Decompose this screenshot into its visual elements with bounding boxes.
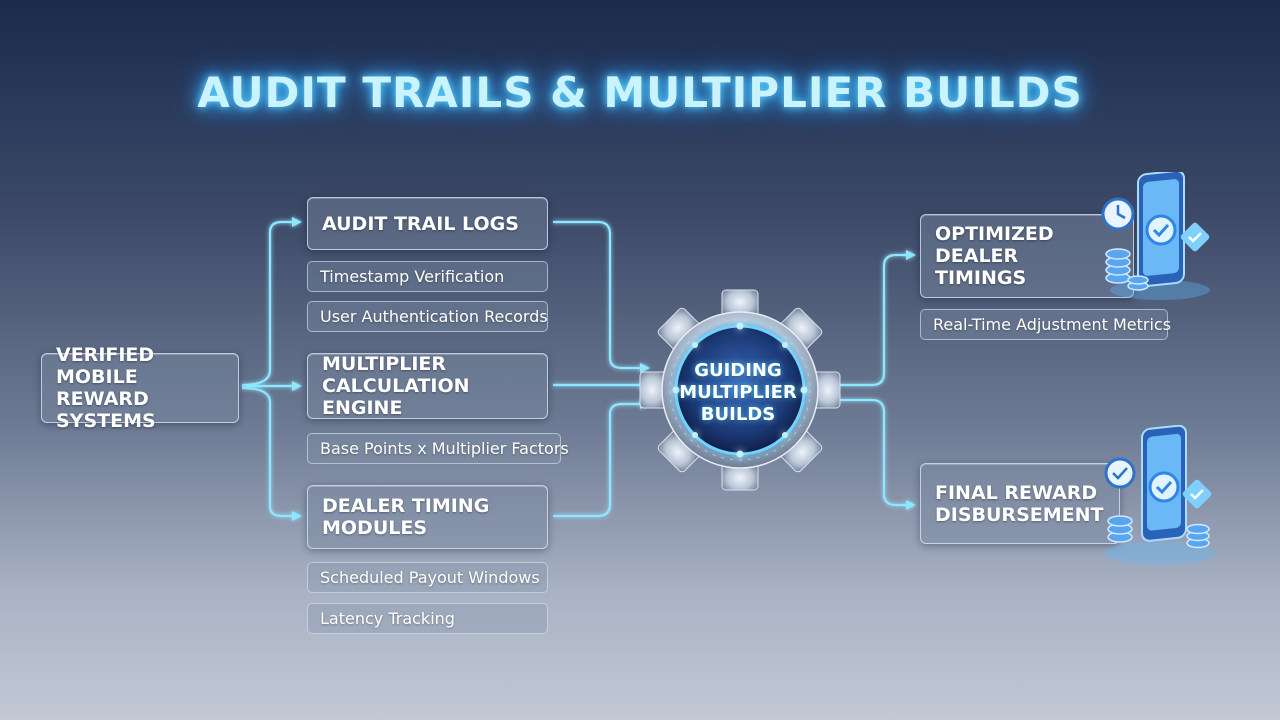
smartphone-check-icon bbox=[1104, 425, 1215, 565]
detail-scheduled-payout-windows: Scheduled Payout Windows bbox=[307, 562, 548, 593]
checkmark-badge-icon bbox=[1104, 457, 1212, 509]
detail-timestamp-verification: Timestamp Verification bbox=[307, 261, 548, 292]
arrow-dealer-to-hub bbox=[553, 399, 650, 518]
detail-user-authentication-records: User Authentication Records bbox=[307, 301, 548, 332]
module-multiplier-calculation-engine: MULTIPLIER CALCULATION ENGINE bbox=[307, 353, 548, 419]
source-box: VERIFIED MOBILE REWARD SYSTEMS bbox=[41, 344, 239, 432]
detail-real-time-adjustment-metrics: Real-Time Adjustment Metrics bbox=[920, 309, 1171, 340]
arrow-source-to-dealer bbox=[241, 386, 302, 521]
output-optimized-dealer-timings: OPTIMIZED DEALER TIMINGS bbox=[920, 214, 1134, 298]
output-final-reward-disbursement: FINAL REWARD DISBURSEMENT bbox=[920, 463, 1120, 544]
module-label: DEALER TIMING MODULES bbox=[322, 495, 490, 539]
gear-icon bbox=[639, 289, 841, 491]
output-label: FINAL REWARD DISBURSEMENT bbox=[935, 481, 1104, 526]
coin-stack-icon bbox=[1105, 248, 1149, 291]
smartphone-check-icon bbox=[1101, 172, 1210, 300]
module-dealer-timing-modules: DEALER TIMING MODULES bbox=[307, 485, 548, 549]
output-label: OPTIMIZED DEALER TIMINGS bbox=[935, 223, 1054, 289]
clock-icon bbox=[1101, 197, 1135, 231]
module-audit-trail-logs: AUDIT TRAIL LOGS bbox=[307, 197, 548, 250]
arrow-source-to-audit bbox=[241, 217, 302, 387]
source-label: VERIFIED MOBILE REWARD SYSTEMS bbox=[56, 344, 156, 432]
checkmark-badge-icon bbox=[1180, 222, 1210, 252]
detail-latency-tracking: Latency Tracking bbox=[307, 603, 548, 634]
page-title: AUDIT TRAILS & MULTIPLIER BUILDS bbox=[197, 68, 1083, 117]
hub-label: GUIDING MULTIPLIER BUILDS bbox=[679, 360, 797, 425]
detail-base-points-multiplier: Base Points x Multiplier Factors bbox=[307, 433, 569, 464]
arrow-hub-to-final bbox=[830, 398, 916, 510]
module-label: AUDIT TRAIL LOGS bbox=[322, 212, 519, 235]
arrow-audit-to-hub bbox=[553, 220, 650, 373]
module-label: MULTIPLIER CALCULATION ENGINE bbox=[322, 353, 470, 419]
arrow-hub-to-optimized bbox=[830, 250, 916, 387]
coin-stack-icon bbox=[1107, 515, 1210, 549]
